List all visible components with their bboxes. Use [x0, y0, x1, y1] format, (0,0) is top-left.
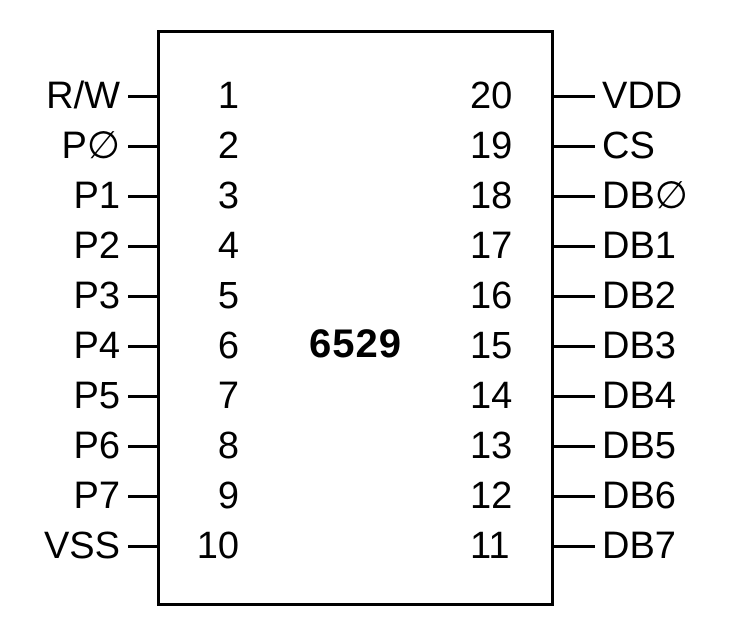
pin-lead-line [553, 95, 595, 98]
pin-number: 13 [470, 425, 513, 467]
right-pin-row: DB4 14 [0, 371, 729, 421]
pin-lead-line [128, 545, 158, 548]
right-pin-row: DB5 13 [0, 421, 729, 471]
pin-number: 3 [217, 175, 239, 217]
pin-signal-label: P3 [73, 275, 120, 317]
pin-number: 18 [470, 175, 513, 217]
pin-signal-label: VSS [43, 525, 120, 567]
pin-signal-label: DB2 [602, 275, 676, 317]
right-pin-row: DB3 15 [0, 321, 729, 371]
pin-signal-label: DB∅ [602, 175, 688, 217]
left-pin-row: P6 8 [0, 421, 729, 471]
left-pin-row: P1 3 [0, 171, 729, 221]
pin-lead-line [553, 345, 595, 348]
pin-signal-label: P4 [73, 325, 120, 367]
left-pin-row: P2 4 [0, 221, 729, 271]
pin-lead-line [553, 495, 595, 498]
pin-signal-label: P5 [73, 375, 120, 417]
pin-number: 4 [217, 225, 239, 267]
left-pin-row: P∅ 2 [0, 121, 729, 171]
pin-number: 7 [217, 375, 239, 417]
pin-number: 8 [217, 425, 239, 467]
pin-number: 19 [470, 125, 513, 167]
pin-number: 1 [217, 75, 239, 117]
pin-signal-label: R/W [46, 75, 120, 117]
pin-number: 12 [470, 475, 513, 517]
pin-signal-label: P7 [73, 475, 120, 517]
left-pin-row: VSS 10 [0, 521, 729, 571]
right-pin-row: VDD 20 [0, 71, 729, 121]
pin-signal-label: CS [602, 125, 655, 167]
pin-lead-line [128, 245, 158, 248]
pin-signal-label: VDD [602, 75, 683, 117]
right-pin-row: DB7 11 [0, 521, 729, 571]
pin-lead-line [553, 295, 595, 298]
pin-signal-label: DB6 [602, 475, 676, 517]
pin-lead-line [553, 445, 595, 448]
pin-signal-label: DB1 [602, 225, 676, 267]
right-pin-row: DB∅ 18 [0, 171, 729, 221]
pin-signal-label: P1 [73, 175, 120, 217]
pin-lead-line [553, 395, 595, 398]
pin-signal-label: P2 [73, 225, 120, 267]
pin-number: 17 [470, 225, 513, 267]
pin-lead-line [128, 195, 158, 198]
pin-number: 20 [470, 75, 513, 117]
right-pin-row: DB1 17 [0, 221, 729, 271]
left-pin-row: P3 5 [0, 271, 729, 321]
pin-number: 15 [470, 325, 513, 367]
pin-lead-line [553, 245, 595, 248]
pin-lead-line [128, 295, 158, 298]
right-pin-row: DB6 12 [0, 471, 729, 521]
pin-number: 6 [217, 325, 239, 367]
pin-lead-line [128, 445, 158, 448]
pin-signal-label: DB7 [602, 525, 676, 567]
pin-number: 11 [470, 525, 510, 567]
pin-signal-label: P6 [73, 425, 120, 467]
left-pin-row: P4 6 [0, 321, 729, 371]
chip-body: 6 5 2 9 [157, 30, 554, 606]
chip-name: 6529 [309, 322, 402, 366]
pin-lead-line [128, 345, 158, 348]
pin-lead-line [553, 545, 595, 548]
pin-signal-label: DB4 [602, 375, 676, 417]
pin-lead-line [553, 195, 595, 198]
pin-lead-line [553, 145, 595, 148]
pin-number: 5 [217, 275, 239, 317]
pin-signal-label: DB3 [602, 325, 676, 367]
pin-lead-line [128, 145, 158, 148]
pin-signal-label: DB5 [602, 425, 676, 467]
pin-lead-line [128, 495, 158, 498]
pin-number: 10 [196, 525, 239, 567]
right-pin-row: DB2 16 [0, 271, 729, 321]
pin-number: 16 [470, 275, 513, 317]
pin-number: 9 [217, 475, 239, 517]
left-pin-row: R/W 1 [0, 71, 729, 121]
right-pin-row: CS 19 [0, 121, 729, 171]
pin-lead-line [128, 95, 158, 98]
pin-number: 2 [217, 125, 239, 167]
left-pin-row: P7 9 [0, 471, 729, 521]
pin-number: 14 [470, 375, 513, 417]
pin-signal-label: P∅ [61, 125, 120, 167]
pin-lead-line [128, 395, 158, 398]
left-pin-row: P5 7 [0, 371, 729, 421]
